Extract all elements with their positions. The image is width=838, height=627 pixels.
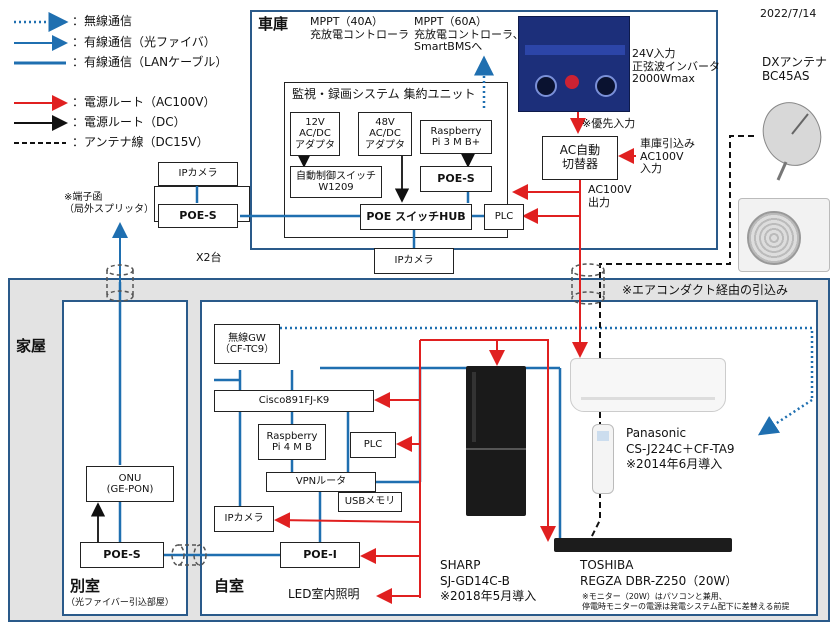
aircon-duct-note: ※エアコンダクト経由の引込み	[622, 283, 789, 297]
raspberry-pi-3: Raspberry Pi 3 M B+	[420, 120, 492, 154]
annex-poe-s: POE-S	[80, 542, 164, 568]
poe-i: POE-I	[280, 542, 360, 568]
antenna-label: DXアンテナ BC45AS	[762, 55, 827, 83]
auto-control-switch: 自動制御スイッチ W1209	[290, 166, 382, 198]
annex-title: 別室	[70, 577, 101, 595]
tv-recorder-image	[554, 538, 732, 552]
annex-subtitle: （光ファイバー引込部屋）	[66, 598, 174, 608]
legend-dc: ：電源ルート（DC）	[72, 115, 186, 129]
aircon-label: Panasonic CS-J224C＋CF-TA9 ※2014年6月導入	[626, 426, 735, 472]
inverter-label: 24V入力 正弦波インバータ 2000Wmax	[632, 47, 720, 86]
garage-ip-camera: IPカメラ	[374, 248, 454, 274]
monitor-unit-region	[284, 82, 508, 238]
legend-antenna: ：アンテナ線（DC15V）	[72, 135, 209, 149]
ac-out-label: AC100V 出力	[588, 183, 632, 209]
mppt60-label: MPPT（60A） 充放電コントローラ、 SmartBMSへ	[414, 15, 524, 54]
outside-poe-s: POE-S	[158, 204, 238, 228]
led-lighting-label: LED室内照明	[288, 587, 360, 601]
terminal-box-label: ※端子函 （局外スプリッタ）	[64, 192, 154, 215]
inverter-image	[518, 16, 630, 112]
refrigerator-image	[466, 366, 526, 516]
unit-title: 監視・録画システム 集約ユニット	[292, 87, 476, 101]
garage-ac-in-label: 車庫引込み AC100V 入力	[640, 137, 695, 176]
house-ip-camera: IPカメラ	[214, 506, 274, 532]
outdoor-aircon-unit	[738, 198, 830, 272]
adapter-12v: 12V AC/DC アダプタ	[290, 112, 340, 156]
aircon-remote-icon	[592, 424, 614, 494]
house-plc: PLC	[350, 432, 396, 458]
poe-s-unit: POE-S	[420, 166, 492, 192]
tv-recorder-label: TOSHIBA REGZA DBR-Z250（20W）	[580, 558, 738, 588]
ac-auto-switcher: AC自動 切替器	[542, 136, 618, 180]
poe-switch-hub: POE スイッチHUB	[360, 204, 472, 230]
onu: ONU (GE-PON)	[86, 466, 174, 502]
garage-title: 車庫	[258, 15, 289, 33]
legend-wireless: ：無線通信	[72, 14, 133, 28]
legend-lines	[14, 12, 69, 144]
house-title: 家屋	[16, 337, 47, 355]
adapter-48v: 48V AC/DC アダプタ	[358, 112, 412, 156]
legend-fiber: ：有線通信（光ファイバ）	[72, 35, 216, 49]
date-label: 2022/7/14	[760, 7, 817, 20]
vpn-router: VPNルータ	[266, 472, 376, 492]
tv-note: ※モニター（20W）はパソコンと兼用、 停電時モニターの電源は発電システム配下に…	[582, 592, 790, 611]
my-room-title: 自室	[214, 577, 245, 595]
raspberry-pi-4: Raspberry Pi 4 M B	[258, 424, 326, 460]
garage-plc: PLC	[484, 204, 524, 230]
fridge-label: SHARP SJ-GD14C-B ※2018年5月導入	[440, 558, 537, 604]
wireless-gateway: 無線GW （CF-TC9）	[214, 324, 280, 364]
legend-ac: ：電源ルート（AC100V）	[72, 95, 216, 109]
satellite-dish-icon	[756, 92, 830, 182]
cisco-router: Cisco891FJ-K9	[214, 390, 374, 412]
mppt40-label: MPPT（40A） 充放電コントローラ	[310, 15, 409, 41]
priority-label: ※優先入力	[582, 117, 636, 130]
legend-lan: ：有線通信（LANケーブル）	[72, 55, 228, 69]
usb-memory: USBメモリ	[338, 492, 402, 512]
outside-ip-camera: IPカメラ	[158, 162, 238, 186]
x2-label: X2台	[196, 251, 222, 264]
indoor-aircon-image	[570, 358, 726, 412]
